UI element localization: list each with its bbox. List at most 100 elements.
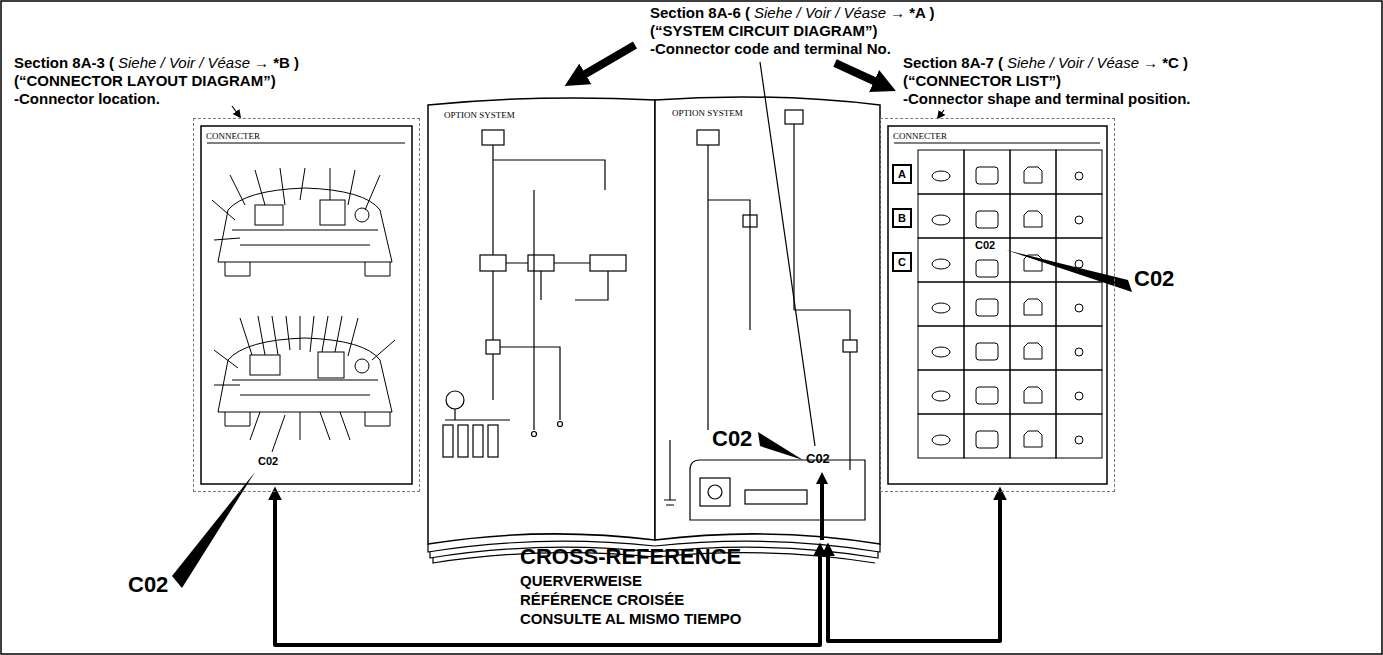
grid-cell: [918, 238, 964, 282]
leader-line: [760, 62, 815, 446]
pointer-arrow: [835, 63, 885, 86]
grid-cell: [1056, 194, 1102, 238]
heading-line: -Connector code and terminal No.: [650, 40, 939, 58]
connector-icon: [932, 391, 950, 401]
grid-cell: [1010, 150, 1056, 194]
grid-cell: [1056, 414, 1102, 458]
grid-cell: [1010, 282, 1056, 326]
connector-icon: [1075, 348, 1083, 356]
section-heading: → *B ): [254, 54, 299, 72]
connector-icon: [932, 259, 950, 269]
section-heading: → *C ): [1143, 54, 1188, 72]
grid-cell: [1010, 194, 1056, 238]
section-heading: -Connector shape and terminal position.: [903, 90, 1191, 108]
grid-cell: [1010, 238, 1056, 282]
connector-icon: [1024, 211, 1042, 227]
connector-icon: [1024, 387, 1042, 403]
row-letter: A: [898, 168, 906, 180]
grid-cell: [1056, 326, 1102, 370]
connector-icon: [976, 387, 998, 404]
callout-wedge: [758, 432, 803, 460]
connector-code: C02: [806, 452, 830, 465]
connector-icon: [1024, 167, 1042, 183]
page-heading: CONNECTER: [206, 131, 260, 141]
grid-cell: [918, 150, 964, 194]
grid-cell: [964, 150, 1010, 194]
heading-block: Section 8A-7 (Siehe / Voir / Véase→ *C )…: [903, 54, 1195, 108]
connector-icon: [976, 431, 998, 448]
row-letter-box: C: [892, 252, 912, 272]
grid-cell: [1056, 282, 1102, 326]
connector-icon: [932, 435, 950, 445]
grid-cell: [1010, 414, 1056, 458]
connector-icon: [1075, 172, 1083, 180]
cross-reference-text: CROSS-REFERENCE: [520, 546, 741, 568]
connector-icon: [1024, 299, 1042, 315]
connector-icon: [932, 215, 950, 225]
grid-cell: [964, 370, 1010, 414]
circuit-book: [428, 97, 880, 563]
connector-code: C02: [128, 574, 168, 596]
heading-block: Section 8A-3 (Siehe / Voir / Véase→ *B )…: [14, 54, 303, 108]
section-heading: Siehe / Voir / Véase: [118, 54, 250, 72]
grid-cell: [1010, 326, 1056, 370]
cross-reference-text: QUERVERWEISE: [520, 573, 642, 588]
connector-icon: [976, 343, 998, 360]
connector-icon: [1075, 304, 1083, 312]
section-heading: (“CONNECTOR LAYOUT DIAGRAM”): [14, 72, 276, 90]
grid-cell: [918, 194, 964, 238]
row-letter: C: [898, 256, 906, 268]
grid-cell: [964, 326, 1010, 370]
connector-icon: [1075, 436, 1083, 444]
connector-icon: [932, 171, 950, 181]
circuit-book: OPTION SYSTEMOPTION SYSTEM: [428, 96, 880, 548]
cross-reference-text: CONSULTE AL MISMO TIEMPO: [520, 611, 741, 626]
row-letter-box: A: [892, 164, 912, 184]
section-heading: (“CONNECTOR LIST”): [903, 72, 1061, 90]
grid-cell: [964, 414, 1010, 458]
row-letter-box: B: [892, 208, 912, 228]
section-heading: Siehe / Voir / Véase: [754, 4, 886, 22]
heading-line: (“SYSTEM CIRCUIT DIAGRAM”): [650, 22, 939, 40]
section-heading: -Connector location.: [14, 90, 160, 108]
connector-icon: [932, 347, 950, 357]
section-heading: → *A ): [890, 4, 934, 22]
layout-page-frame: CONNECTER: [193, 118, 420, 492]
connector-icon: [1075, 392, 1083, 400]
cross-reference-arrow: [828, 492, 1000, 641]
connector-code: C02: [712, 428, 752, 450]
grid-cell: [964, 194, 1010, 238]
connector-icon: [976, 299, 998, 316]
connector-code: C02: [1134, 268, 1174, 290]
grid-cell: [918, 282, 964, 326]
connector-icon: [1024, 431, 1042, 447]
connector-icon: [1024, 343, 1042, 359]
layout-page: [201, 126, 412, 484]
heading-line: -Connector location.: [14, 90, 303, 108]
section-heading: (“SYSTEM CIRCUIT DIAGRAM”): [650, 22, 878, 40]
page-heading: CONNECTER: [893, 131, 947, 141]
return-arrow: [820, 478, 824, 540]
connector-icon: [1075, 216, 1083, 224]
heading-line: (“CONNECTOR LAYOUT DIAGRAM”): [14, 72, 303, 90]
heading-line: (“CONNECTOR LIST”): [903, 72, 1195, 90]
grid-cell: [1056, 370, 1102, 414]
pointer-arrow: [232, 106, 240, 117]
heading-line: Section 8A-7 (Siehe / Voir / Véase→ *C ): [903, 54, 1195, 72]
section-heading: Section 8A-6 (: [650, 4, 750, 22]
grid-cell: [1010, 370, 1056, 414]
cross-reference-arrow: [275, 492, 820, 645]
page-heading: OPTION SYSTEM: [672, 108, 743, 118]
connector-code: C02: [975, 240, 995, 251]
connector-icon: [976, 167, 998, 184]
section-heading: Section 8A-7 (: [903, 54, 1003, 72]
section-heading: Siehe / Voir / Véase: [1007, 54, 1139, 72]
section-heading: Section 8A-3 (: [14, 54, 114, 72]
grid-cell: [1056, 150, 1102, 194]
connector-icon: [976, 260, 998, 277]
connector-list-page: [888, 126, 1107, 484]
callout-wedge: [172, 472, 255, 588]
